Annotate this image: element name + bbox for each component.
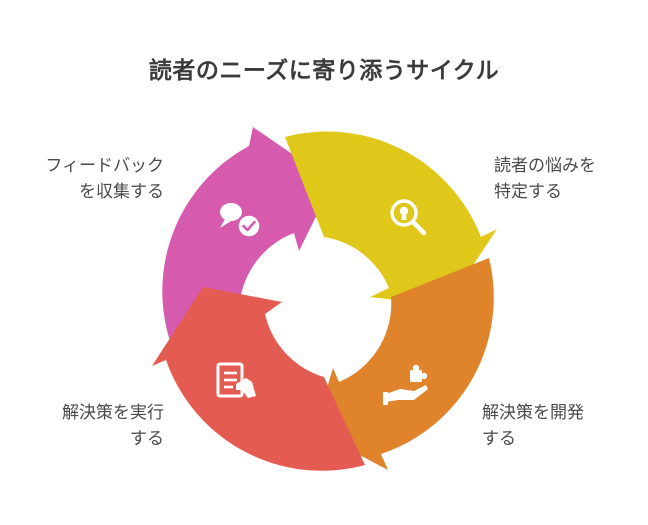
label-collect-feedback: フィードバックを収集する bbox=[45, 156, 164, 202]
chat-check-icon bbox=[220, 203, 262, 239]
hand-puzzle-icon bbox=[383, 364, 428, 405]
label-develop-solution: 解決策を開発する bbox=[482, 403, 584, 449]
label-execute-solution: 解決策を実行する bbox=[62, 403, 164, 449]
search-lightbulb-icon bbox=[390, 199, 427, 236]
segment-identify-problems bbox=[285, 131, 497, 306]
segment-execute-solution bbox=[152, 287, 365, 471]
label-identify-problems: 読者の悩みを特定する bbox=[494, 156, 596, 202]
document-hand-icon bbox=[216, 362, 256, 398]
diagram-title: 読者のニーズに寄り添うサイクル bbox=[148, 58, 500, 84]
segment-develop-solution bbox=[314, 258, 494, 470]
